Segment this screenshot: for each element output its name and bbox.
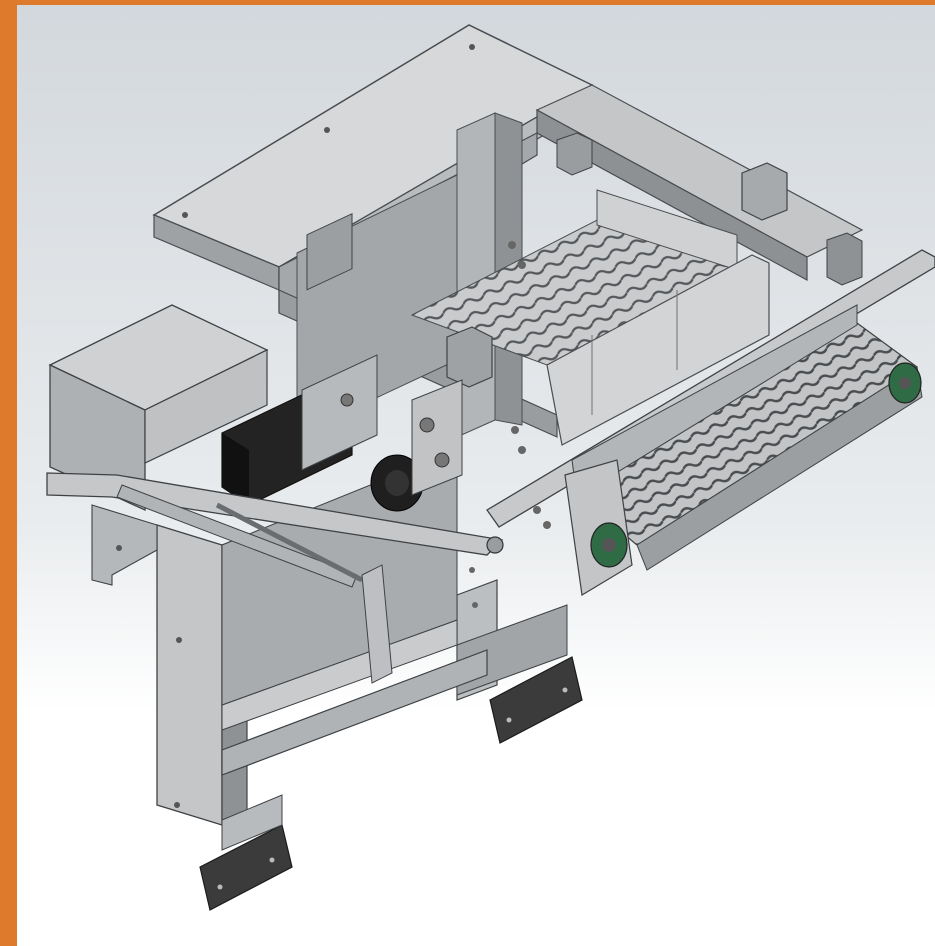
fasteners [469,241,551,608]
foot-pad-left [199,794,293,911]
conveyor-assembly-drawing [17,5,935,946]
upper-conveyor-belt [410,189,770,446]
left-hopper-box [48,304,269,512]
linkage-arms [46,472,504,684]
foot-pad-right [489,656,583,744]
lower-conveyor-belt [564,304,923,596]
cad-render-viewport [17,5,935,946]
drive-motor [221,213,353,506]
left-mount-bracket [91,504,158,586]
guide-blocks [446,132,863,388]
mechanism-bracket [301,354,463,496]
